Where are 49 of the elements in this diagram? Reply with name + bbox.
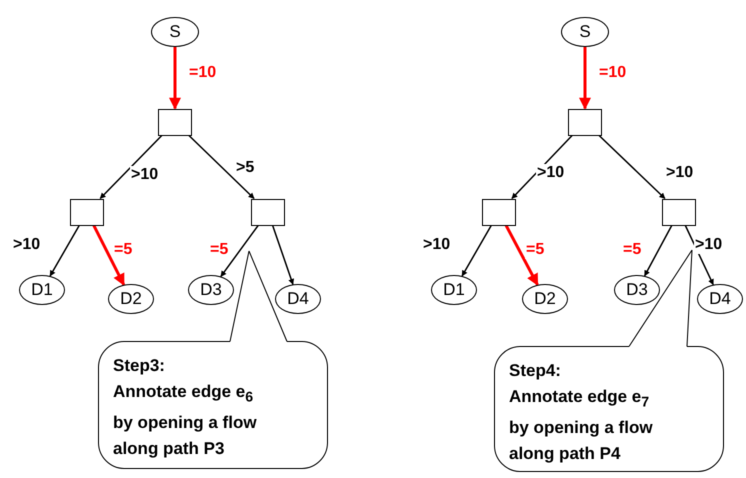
node-label: D4 [709,289,731,309]
arrow [220,225,259,277]
arrow [49,225,80,276]
node-ellipse [561,17,609,47]
node-label: D4 [287,289,309,309]
step-description: Annotate edge e$_{7}$ by opening a flow along path P4 [509,386,654,466]
node-ellipse [522,284,568,314]
node-box [482,198,516,226]
arrow [461,225,492,276]
callout-bubble [494,346,724,472]
node-label: D1 [443,280,465,300]
node-box [662,198,696,226]
node-label: D2 [120,289,142,309]
callout-bubble [98,341,328,469]
node-ellipse [188,275,234,305]
node-box [568,108,602,136]
arrow [511,134,573,200]
callout-tail [628,250,692,347]
arrow [100,134,162,200]
step-heading: Step4: [509,360,562,382]
edge-label: >10 [694,236,724,254]
arrow [92,224,126,286]
arrow [504,224,539,286]
node-label: S [579,22,591,42]
edge-label: =5 [525,241,546,259]
node-ellipse [697,284,743,314]
node-label: D3 [626,280,648,300]
node-ellipse [275,284,321,314]
node-ellipse [19,275,65,305]
node-ellipse [108,284,154,314]
arrow [188,134,255,200]
node-box [158,108,192,136]
arrow [644,225,672,276]
node-ellipse [151,17,199,47]
arrow [579,47,591,110]
step-heading: Step3: [113,355,166,377]
callout-tail [230,250,288,342]
node-box [251,198,285,226]
node-ellipse [431,275,477,305]
node-label: D2 [534,289,556,309]
arrow [598,134,666,200]
node-label: D1 [31,280,53,300]
arrow [169,47,181,110]
node-ellipse [614,275,660,305]
arrow [272,225,294,285]
node-label: D3 [200,280,222,300]
node-box [70,198,104,226]
step-description: Annotate edge e$_{6}$ by opening a flow along path P3 [113,381,258,460]
node-label: S [169,22,181,42]
